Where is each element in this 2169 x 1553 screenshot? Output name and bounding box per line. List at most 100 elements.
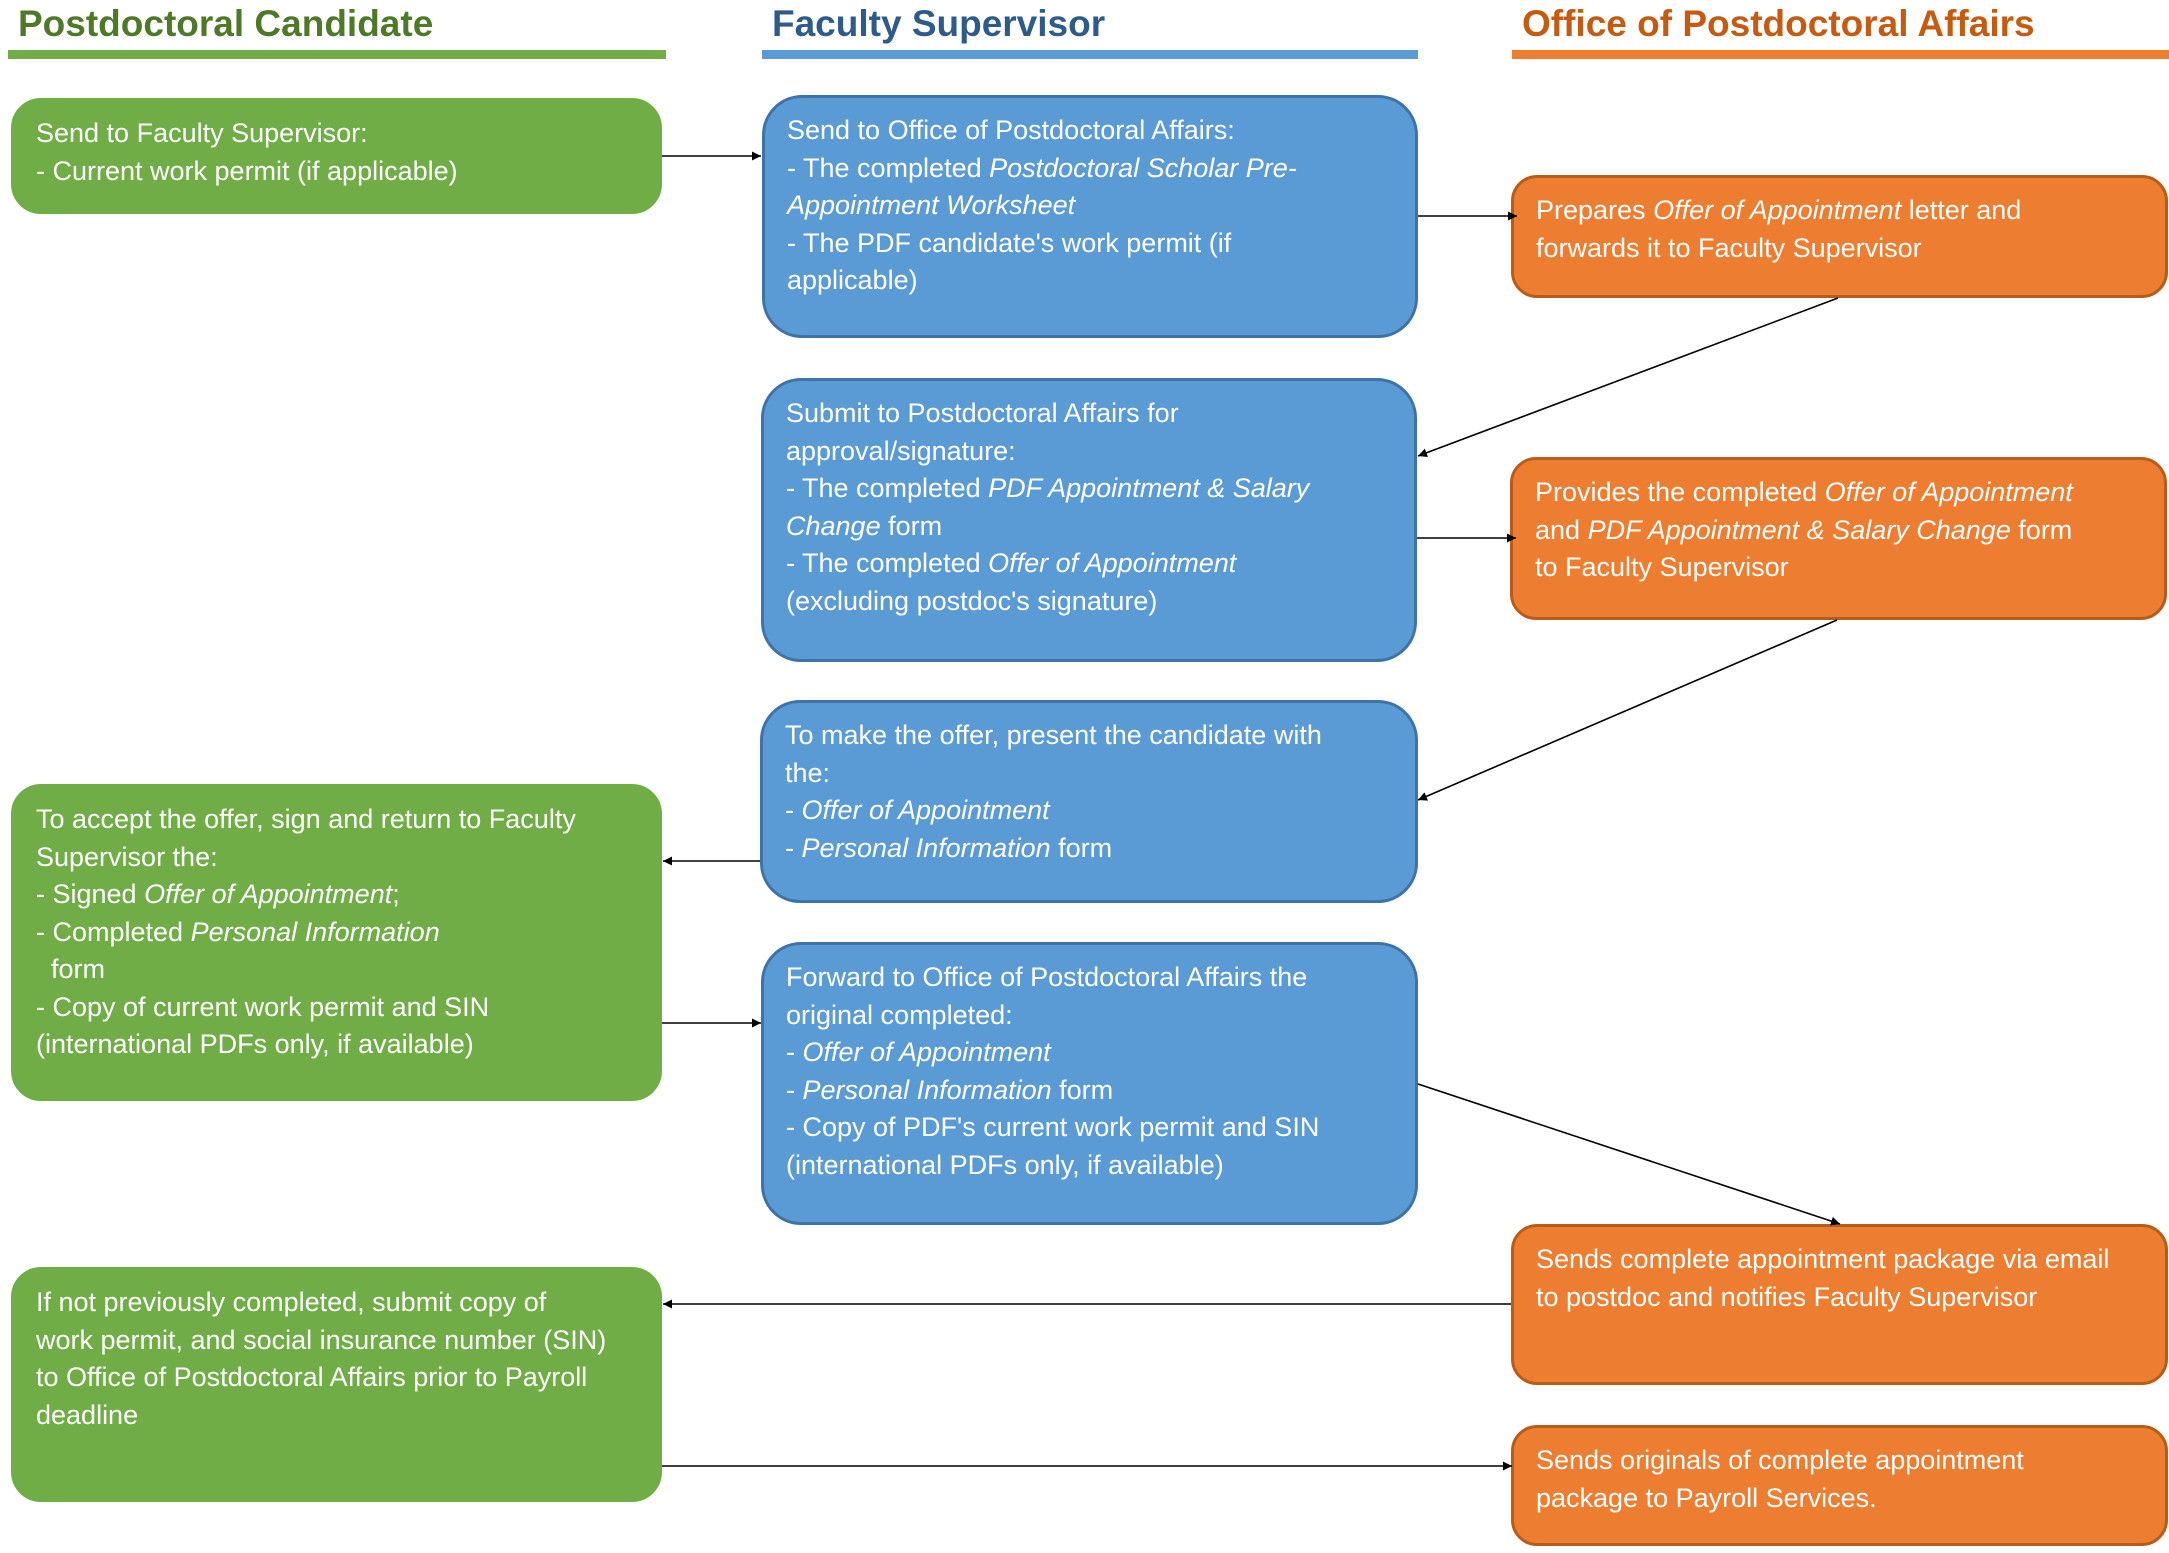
text-segment: - Completed bbox=[36, 916, 191, 947]
text-segment: form bbox=[1050, 832, 1113, 863]
text-segment: applicable) bbox=[787, 265, 918, 295]
text-segment: approval/signature: bbox=[786, 435, 1016, 466]
text-segment: - Copy of current work permit and SIN bbox=[36, 991, 490, 1022]
italic-text: Offer of Appointment bbox=[1824, 477, 2073, 507]
text-segment: the: bbox=[785, 757, 831, 788]
box-text-line: (excluding postdoc's signature) bbox=[786, 583, 1392, 621]
step-opa-prepare-offer: Prepares Offer of Appointment letter and… bbox=[1511, 175, 2168, 298]
box-text-line: Prepares Offer of Appointment letter and bbox=[1536, 192, 2143, 230]
text-segment: forwards it to Faculty Supervisor bbox=[1536, 232, 1922, 263]
text-segment: form bbox=[2010, 514, 2073, 545]
box-text-line: To accept the offer, sign and return to … bbox=[36, 801, 637, 839]
box-text-line: Submit to Postdoctoral Affairs for bbox=[786, 395, 1392, 433]
box-text-line: - Completed Personal Information bbox=[36, 914, 637, 952]
text-segment: Submit to Postdoctoral Affairs for bbox=[786, 398, 1179, 428]
arrow-o1-to-f2 bbox=[1417, 297, 1839, 458]
italic-text: PDF Appointment & Salary bbox=[988, 473, 1310, 503]
box-text-line: Supervisor the: bbox=[36, 839, 637, 877]
italic-text: PDF Appointment & Salary Change bbox=[1587, 514, 2011, 545]
box-text-line: original completed: bbox=[786, 997, 1393, 1035]
italic-text: Change bbox=[786, 510, 881, 541]
text-segment: form bbox=[880, 510, 943, 541]
arrow-f4-to-o3 bbox=[1417, 1083, 1841, 1226]
box-text-line: to Faculty Supervisor bbox=[1535, 549, 2142, 587]
box-text-line: forwards it to Faculty Supervisor bbox=[1536, 230, 2143, 268]
text-segment: - The PDF candidate's work permit (if bbox=[787, 227, 1232, 258]
box-text-line: - The PDF candidate's work permit (if bbox=[787, 225, 1393, 263]
text-segment: - bbox=[785, 795, 802, 825]
lane-rule-opa bbox=[1512, 50, 2169, 59]
arrow-o2-to-f3 bbox=[1417, 619, 1838, 801]
italic-text: Personal Information bbox=[801, 832, 1051, 863]
box-text-line: and PDF Appointment & Salary Change form bbox=[1535, 512, 2142, 550]
text-segment: - bbox=[786, 1074, 803, 1105]
italic-text: Offer of Appointment bbox=[801, 795, 1050, 825]
box-text-line: form bbox=[36, 951, 637, 989]
text-segment: work permit, and social insurance number… bbox=[36, 1324, 607, 1355]
lane-title-opa: Office of Postdoctoral Affairs bbox=[1522, 3, 2035, 44]
text-segment: form bbox=[36, 954, 106, 984]
box-text-line: Provides the completed Offer of Appointm… bbox=[1535, 474, 2142, 512]
text-segment: and bbox=[1535, 514, 1588, 545]
text-segment: - The completed bbox=[787, 152, 990, 183]
step-faculty-submit-approval: Submit to Postdoctoral Affairs for approv… bbox=[761, 378, 1417, 662]
lane-rule-candidate bbox=[8, 50, 666, 59]
text-segment: form bbox=[1051, 1074, 1114, 1105]
text-segment: Sends originals of complete appointment bbox=[1536, 1445, 2024, 1475]
text-segment: to Office of Postdoctoral Affairs prior … bbox=[36, 1362, 588, 1392]
box-text-line: package to Payroll Services. bbox=[1536, 1480, 2143, 1518]
text-segment: - The completed bbox=[786, 548, 989, 578]
box-text-line: - Current work permit (if applicable) bbox=[36, 153, 637, 191]
text-segment: Provides the completed bbox=[1535, 477, 1825, 507]
box-text-line: Sends complete appointment package via e… bbox=[1536, 1241, 2143, 1279]
italic-text: Postdoctoral Scholar Pre- bbox=[989, 152, 1297, 183]
italic-text: Offer of Appointment bbox=[988, 548, 1237, 578]
box-text-line: Sends originals of complete appointment bbox=[1536, 1442, 2143, 1480]
step-candidate-send-permit: Send to Faculty Supervisor: - Current wor… bbox=[11, 98, 662, 214]
box-text-line: (international PDFs only, if available) bbox=[36, 1026, 637, 1064]
box-text-line: - Personal Information form bbox=[785, 830, 1393, 868]
box-text-line: - Signed Offer of Appointment; bbox=[36, 876, 637, 914]
text-segment: to postdoc and notifies Faculty Supervis… bbox=[1536, 1281, 2038, 1312]
text-segment: - The completed bbox=[786, 473, 989, 503]
box-text-line: - Offer of Appointment bbox=[786, 1034, 1393, 1072]
text-segment: - Signed bbox=[36, 879, 145, 909]
box-text-line: - Personal Information form bbox=[786, 1072, 1393, 1110]
text-segment: To make the offer, present the candidate… bbox=[785, 720, 1322, 750]
box-text-line: approval/signature: bbox=[786, 433, 1392, 471]
step-faculty-send-worksheet: Send to Office of Postdoctoral Affairs: -… bbox=[762, 95, 1418, 338]
step-candidate-submit-sin: If not previously completed, submit copy… bbox=[11, 1267, 662, 1502]
box-text-line: Appointment Worksheet bbox=[787, 187, 1393, 225]
box-text-line: - The completed Postdoctoral Scholar Pre… bbox=[787, 150, 1393, 188]
text-segment: - bbox=[785, 832, 802, 863]
box-text-line: - Copy of current work permit and SIN bbox=[36, 989, 637, 1027]
italic-text: Appointment Worksheet bbox=[787, 190, 1076, 220]
text-segment: - bbox=[786, 1037, 803, 1067]
text-segment: Prepares bbox=[1536, 195, 1654, 225]
lane-title-faculty: Faculty Supervisor bbox=[772, 3, 1106, 44]
text-segment: Send to Office of Postdoctoral Affairs: bbox=[787, 115, 1235, 145]
box-text-line: (international PDFs only, if available) bbox=[786, 1147, 1393, 1185]
italic-text: Personal Information bbox=[190, 916, 440, 947]
text-segment: Send to Faculty Supervisor: bbox=[36, 118, 368, 148]
text-segment: To accept the offer, sign and return to … bbox=[36, 804, 576, 834]
box-text-line: - The completed PDF Appointment & Salary bbox=[786, 470, 1392, 508]
box-text-line: to Office of Postdoctoral Affairs prior … bbox=[36, 1359, 637, 1397]
text-segment: ; bbox=[392, 879, 400, 909]
lane-header-opa: Office of Postdoctoral Affairs bbox=[1512, 0, 2169, 60]
box-text-line: Send to Faculty Supervisor: bbox=[36, 115, 637, 153]
lane-rule-faculty bbox=[762, 50, 1418, 59]
text-segment: - Current work permit (if applicable) bbox=[36, 155, 458, 186]
box-text-line: - Offer of Appointment bbox=[785, 792, 1393, 830]
text-segment: original completed: bbox=[786, 999, 1013, 1030]
italic-text: Offer of Appointment bbox=[1653, 195, 1902, 225]
box-text-line: the: bbox=[785, 755, 1393, 793]
italic-text: Personal Information bbox=[802, 1074, 1052, 1105]
italic-text: Offer of Appointment bbox=[802, 1037, 1051, 1067]
text-segment: letter and bbox=[1901, 195, 2022, 225]
box-text-line: Send to Office of Postdoctoral Affairs: bbox=[787, 112, 1393, 150]
lane-title-candidate: Postdoctoral Candidate bbox=[18, 3, 434, 44]
text-segment: Supervisor the: bbox=[36, 841, 218, 872]
box-text-line: To make the offer, present the candidate… bbox=[785, 717, 1393, 755]
